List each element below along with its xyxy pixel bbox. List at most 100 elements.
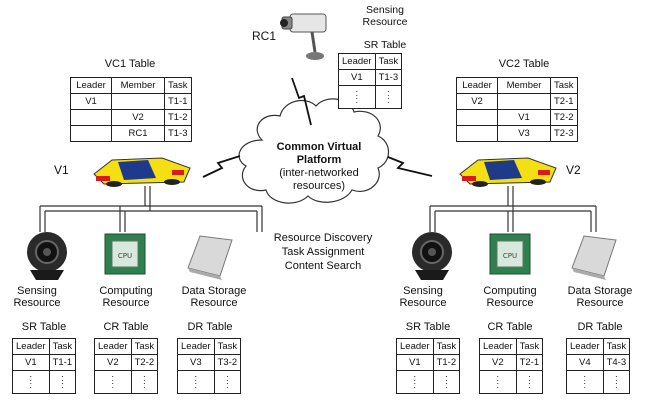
table-header: Leader	[338, 53, 376, 70]
table-cell: T1-1	[48, 354, 77, 371]
v1-sensing-resource-caption: Sensing Resource	[13, 285, 61, 309]
cloud-label: Common Virtual Platform (inter-networked…	[258, 141, 380, 193]
cloud-title: Common Virtual Platform	[276, 141, 362, 166]
ellipsis-cell: ::	[130, 370, 159, 394]
table-cell: T2-1	[515, 354, 544, 371]
table-cell	[456, 125, 498, 142]
v1-sr-table-title: SR Table	[21, 321, 67, 333]
v2-tree-lines	[429, 186, 597, 232]
table-header: Task	[130, 338, 159, 355]
ellipsis-cell: ::	[12, 370, 50, 394]
table-header: Member	[111, 77, 165, 94]
v2-data-storage-resource-caption: Data Storage Resource	[567, 285, 633, 309]
sensing-resource-webcam-icon-right	[412, 232, 452, 280]
table-header: Task	[213, 338, 242, 355]
rc1-caption: Sensing Resource	[362, 4, 408, 28]
v2-sensing-resource-caption: Sensing Resource	[399, 285, 447, 309]
table-cell	[70, 109, 112, 126]
table-header: Leader	[177, 338, 215, 355]
v1-dr-table-title: DR Table	[187, 321, 233, 333]
computing-resource-chip-icon-right: CPU	[489, 233, 531, 275]
table-cell	[111, 93, 165, 110]
rc1-camera-icon	[280, 13, 327, 60]
v2-sr-table-title: SR Table	[405, 321, 451, 333]
ellipsis-cell: ::	[374, 85, 403, 109]
table-cell	[456, 109, 498, 126]
table-cell: V2	[94, 354, 132, 371]
cloud-subtitle: (inter-networked resources)	[279, 167, 359, 192]
ellipsis-cell: ::	[94, 370, 132, 394]
table-cell: V1	[70, 93, 112, 110]
table-cell: T3-2	[213, 354, 242, 371]
vc2-table-title: VC2 Table	[498, 58, 550, 70]
sensing-resource-webcam-icon-left	[27, 232, 67, 280]
table-cell: T1-2	[164, 109, 192, 126]
service-task-assignment: Task Assignment	[281, 246, 365, 258]
table-cell: V2	[479, 354, 517, 371]
table-cell: V3	[177, 354, 215, 371]
table-cell: T1-2	[432, 354, 461, 371]
svg-text:CPU: CPU	[118, 252, 132, 260]
table-cell: T4-3	[602, 354, 631, 371]
v2-car-icon	[459, 157, 557, 187]
table-cell: T2-2	[130, 354, 159, 371]
table-cell: T1-3	[374, 69, 403, 86]
rc1-table-title: SR Table	[363, 39, 407, 51]
table-cell: T2-1	[550, 93, 578, 110]
table-header: Leader	[12, 338, 50, 355]
v1-data-storage-resource-caption: Data Storage Resource	[181, 285, 247, 309]
table-cell	[70, 125, 112, 142]
table-header: Task	[550, 77, 578, 94]
table-header: Leader	[456, 77, 498, 94]
rc1-label: RC1	[252, 29, 277, 43]
table-header: Member	[497, 77, 551, 94]
table-header: Leader	[566, 338, 604, 355]
v2-cr-table-title: CR Table	[487, 321, 533, 333]
table-header: Task	[432, 338, 461, 355]
v2-dr-table-title: DR Table	[577, 321, 623, 333]
ellipsis-cell: ::	[396, 370, 434, 394]
svg-text:CPU: CPU	[503, 252, 517, 260]
ellipsis-cell: ::	[602, 370, 631, 394]
table-cell: T1-1	[164, 93, 192, 110]
table-cell: V2	[111, 109, 165, 126]
table-header: Leader	[94, 338, 132, 355]
ellipsis-cell: ::	[177, 370, 215, 394]
ellipsis-cell: ::	[515, 370, 544, 394]
table-cell: T2-2	[550, 109, 578, 126]
table-header: Leader	[396, 338, 434, 355]
table-header: Task	[164, 77, 192, 94]
ellipsis-cell: ::	[213, 370, 242, 394]
table-header: Leader	[479, 338, 517, 355]
computing-resource-chip-icon-left: CPU	[104, 233, 146, 275]
data-storage-drive-icon-left	[187, 235, 233, 280]
ellipsis-cell: ::	[338, 85, 376, 109]
v1-cr-table-title: CR Table	[103, 321, 149, 333]
table-cell: V3	[497, 125, 551, 142]
table-cell: V1	[338, 69, 376, 86]
ellipsis-cell: ::	[48, 370, 77, 394]
table-cell: V2	[456, 93, 498, 110]
v1-car-icon	[93, 157, 191, 187]
ellipsis-cell: ::	[479, 370, 517, 394]
service-resource-discovery: Resource Discovery	[273, 232, 373, 244]
v2-label: V2	[566, 163, 581, 177]
table-cell: V1	[12, 354, 50, 371]
service-content-search: Content Search	[284, 260, 362, 272]
table-header: Task	[374, 53, 403, 70]
wireless-link-icon	[202, 77, 433, 178]
v1-label: V1	[54, 163, 69, 177]
table-cell: V4	[566, 354, 604, 371]
table-header: Task	[602, 338, 631, 355]
data-storage-drive-icon-right	[571, 235, 617, 280]
